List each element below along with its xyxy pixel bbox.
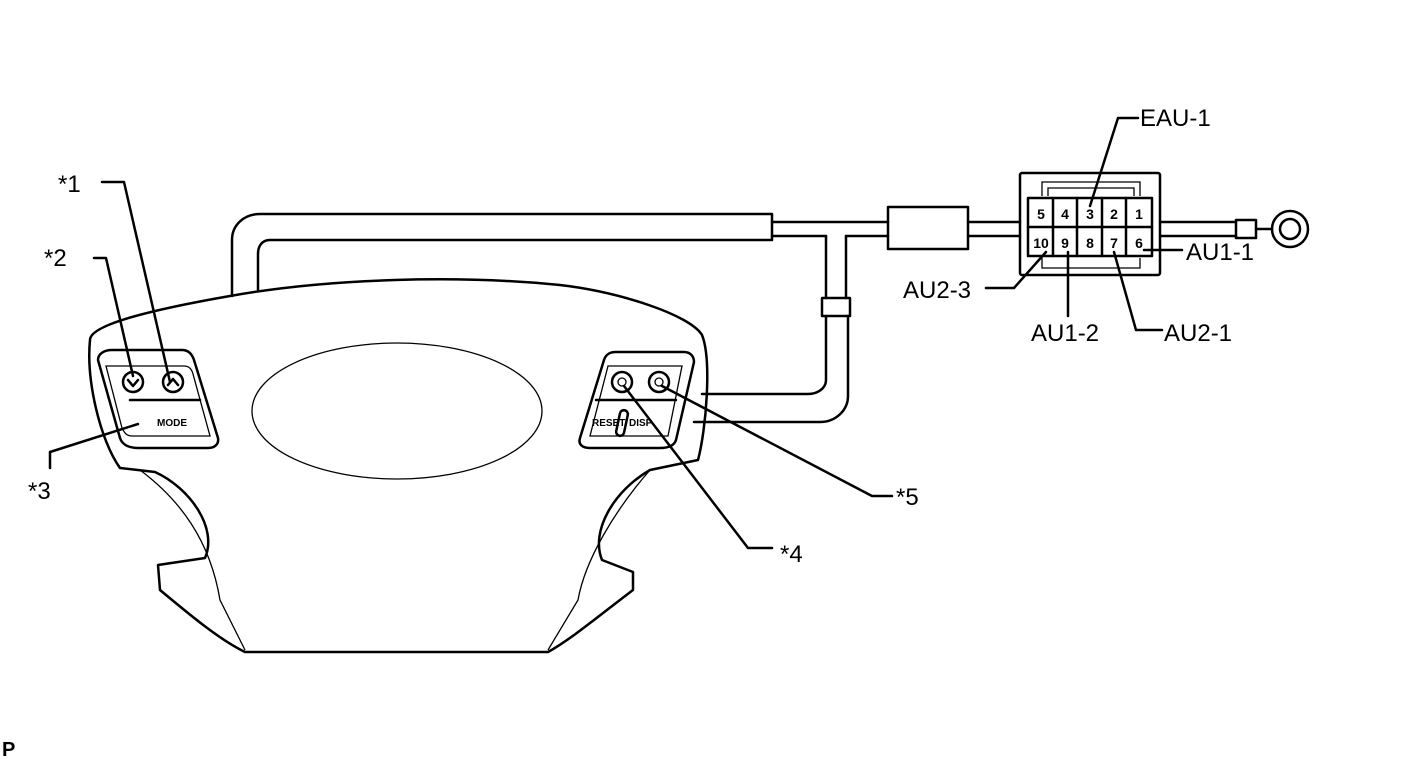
connector-leaders [984,116,1184,332]
mode-switch-label: MODE [157,418,187,429]
switch-4-button [610,370,634,394]
pin-3: 3 [1086,206,1094,222]
switch-5-button [647,370,671,394]
pin-9: 9 [1061,235,1069,251]
chevron-down-icon [126,378,140,388]
label-au1-1: AU1-1 [1186,239,1254,266]
callout-4: *4 [780,541,803,568]
harness-sleeve [886,205,970,251]
figure-code: P [2,739,15,759]
right-switch-assembly: RESET DISP [578,350,696,450]
ground-ring-terminal [1270,209,1310,249]
label-au1-2: AU1-2 [1031,320,1099,347]
callout-2: *2 [44,245,67,272]
callout-5: *5 [896,484,919,511]
callout-3: *3 [28,478,51,505]
disp-switch-label: DISP [629,418,653,429]
label-au2-1: AU2-1 [1164,320,1232,347]
pin-8: 8 [1086,235,1094,251]
label-eau-1: EAU-1 [1140,105,1211,132]
callout-leaders [48,180,894,550]
steering-pad [88,278,709,654]
pin-7: 7 [1110,235,1118,251]
pin-6: 6 [1135,235,1143,251]
label-au2-3: AU2-3 [903,277,971,304]
pin-10: 10 [1033,235,1049,251]
pin-2: 2 [1110,206,1118,222]
pin-1: 1 [1135,206,1143,222]
connector-eau: 5 4 3 2 1 10 9 8 7 6 [1018,171,1162,277]
reset-switch-label: RESET [592,418,625,429]
callout-1: *1 [58,171,81,198]
horn-pad-ellipse [251,342,543,480]
wire-harness [230,205,1310,424]
pin-4: 4 [1061,206,1069,222]
left-switch-assembly: MODE [96,348,220,450]
up-switch [161,370,185,394]
pin-5: 5 [1037,206,1045,222]
